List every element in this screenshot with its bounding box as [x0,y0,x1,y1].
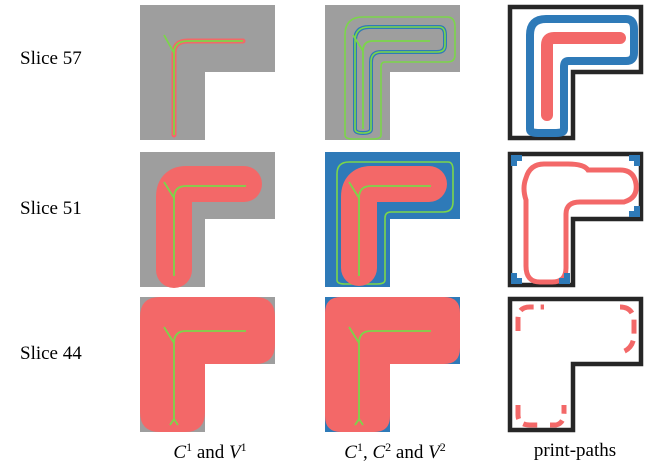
panel-slice51-c1-c2-v2 [325,152,460,287]
row-label-slice-51: Slice 51 [20,198,82,219]
panel-slice51-print-paths [507,151,644,288]
panel-slice57-c1-c2-v2 [325,5,460,140]
caption-print-paths: print-paths [500,440,650,462]
panel-slice44-c1-v1 [140,297,275,432]
panel-slice57-c1-v1 [140,5,275,140]
caption-c1-v1-text: C1 and V1 [173,440,247,463]
caption-c1-c2-v2-text: C1, C2 and V2 [344,440,446,463]
panel-slice44-c1-c2-v2 [325,297,460,432]
panel-slice57-print-paths [507,4,644,141]
panel-slice51-c1-v1 [140,152,275,288]
caption-print-paths-text: print-paths [533,440,617,461]
row-label-slice-44: Slice 44 [20,343,82,364]
caption-c1-v1: C1 and V1 [130,440,290,464]
caption-c1-c2-v2: C1, C2 and V2 [305,440,485,464]
panel-slice44-print-paths [507,296,644,433]
row-label-slice-57: Slice 57 [20,48,82,69]
